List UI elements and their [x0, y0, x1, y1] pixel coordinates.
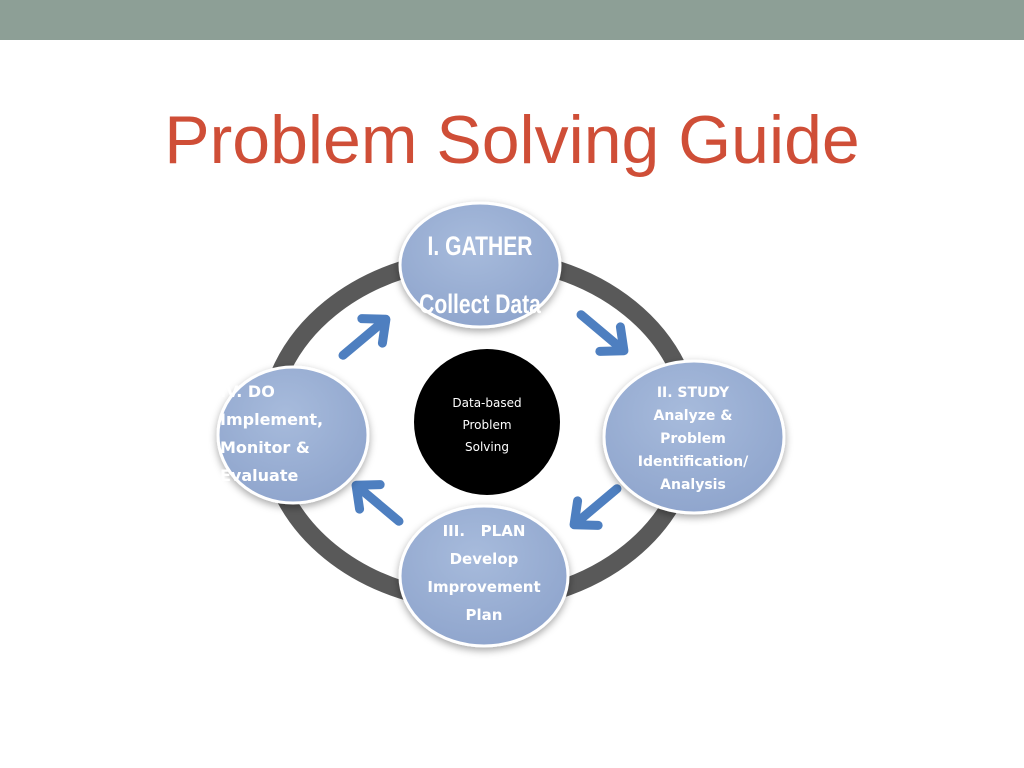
- plan-line-2: Develop: [449, 550, 519, 568]
- center-line-3: Solving: [465, 440, 509, 454]
- node-gather-label: I. GATHER Collect Data: [400, 218, 560, 334]
- center-node: [412, 347, 562, 497]
- node-gather: [398, 201, 562, 329]
- center-line-2: Problem: [462, 418, 512, 432]
- header-bar: [0, 0, 1024, 40]
- do-line-4: Evaluate: [220, 466, 299, 485]
- page-title: Problem Solving Guide: [164, 102, 860, 178]
- plan-line-4: Plan: [465, 606, 503, 624]
- node-plan: [398, 504, 570, 648]
- center-label: Data-based Problem Solving: [414, 392, 560, 458]
- node-study: [602, 359, 786, 515]
- center-line-1: Data-based: [452, 396, 522, 410]
- node-plan-label: III. PLAN Develop Improvement Plan: [405, 517, 563, 629]
- do-line-2: Implement,: [220, 410, 324, 429]
- gather-action: Collect Data: [419, 289, 541, 319]
- plan-step: III. PLAN: [442, 522, 526, 540]
- arrow-plan-to-do-icon: [351, 480, 404, 526]
- arrow-do-to-gather-icon: [338, 314, 391, 360]
- node-do-label: IV. DO Implement, Monitor & Evaluate: [220, 378, 370, 490]
- node-do: [216, 365, 370, 505]
- plan-line-3: Improvement: [427, 578, 541, 596]
- study-line-3: Problem: [660, 431, 726, 447]
- study-line-5: Analysis: [660, 477, 726, 493]
- arrow-study-to-plan-icon: [569, 484, 622, 530]
- do-step: IV. DO: [220, 382, 275, 401]
- node-study-label: II. STUDY Analyze & Problem Identificati…: [612, 382, 774, 497]
- gather-step: I. GATHER: [427, 231, 533, 261]
- study-line-2: Analyze &: [653, 408, 733, 424]
- study-line-4: Identification/: [637, 454, 749, 470]
- do-line-3: Monitor &: [220, 438, 310, 457]
- study-step: II. STUDY: [656, 385, 730, 401]
- arrow-gather-to-study-icon: [576, 310, 629, 356]
